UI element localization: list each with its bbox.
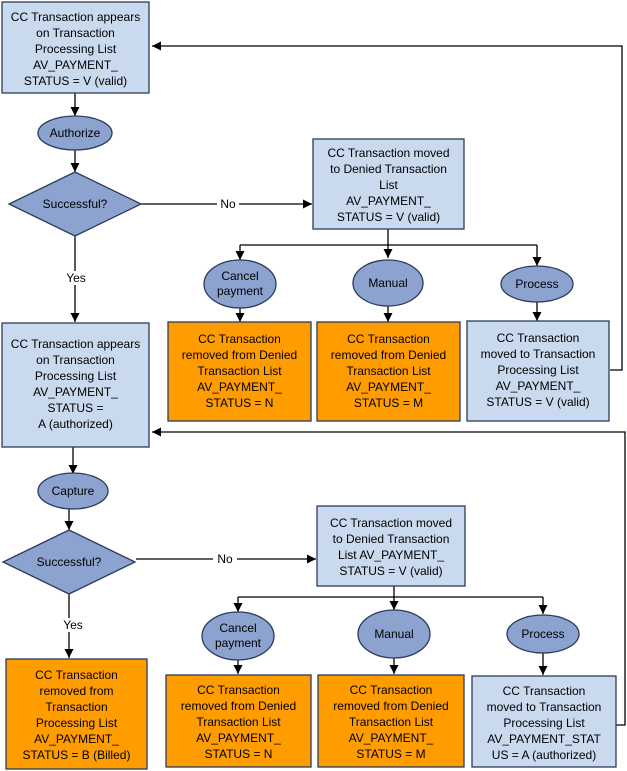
svg-text:Manual: Manual <box>374 627 413 641</box>
node-manual-2: Manual <box>357 609 431 659</box>
svg-text:Manual: Manual <box>368 276 407 290</box>
svg-text:Authorize: Authorize <box>50 126 101 140</box>
node-authorize: Authorize <box>37 115 113 151</box>
svg-text:Successful?: Successful? <box>37 555 102 569</box>
connectors-top <box>70 41 623 371</box>
svg-text:Capture: Capture <box>52 484 95 498</box>
edge-labels: No Yes No Yes <box>58 197 239 632</box>
node-capture: Capture <box>37 472 109 510</box>
edge-label-yes-2: Yes <box>63 618 83 632</box>
decision-successful-2: Successful? <box>1 529 137 595</box>
svg-text:Process: Process <box>515 277 558 291</box>
edge-label-yes-1: Yes <box>66 271 86 285</box>
node-process-1: Process <box>500 265 574 303</box>
svg-text:Process: Process <box>521 627 564 641</box>
decision-successful-1: Successful? <box>7 171 143 237</box>
node-process-2: Process <box>506 614 580 654</box>
node-manual-1: Manual <box>352 259 424 307</box>
edge-label-no-2: No <box>217 552 233 566</box>
svg-text:Successful?: Successful? <box>43 197 108 211</box>
edge-label-no-1: No <box>220 197 236 211</box>
